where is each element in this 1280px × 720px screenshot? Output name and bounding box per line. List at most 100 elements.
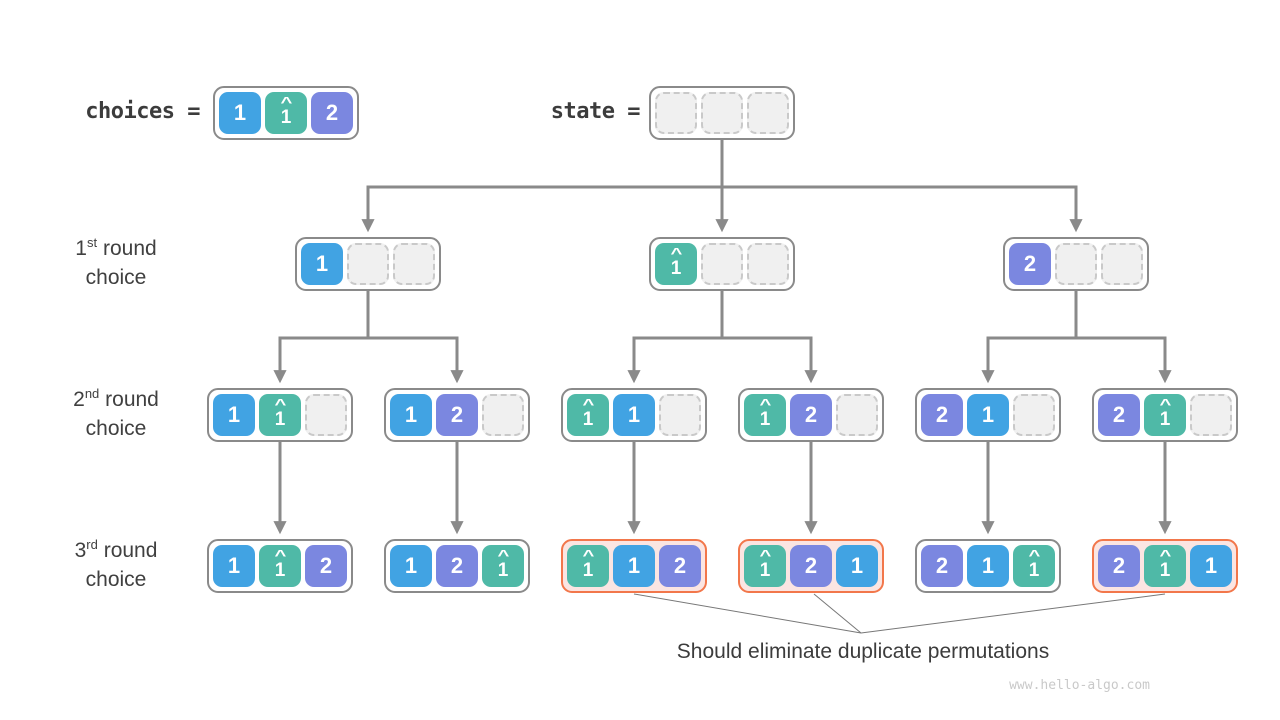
cell-2: 2: [1098, 545, 1140, 587]
cell-2: 2: [311, 92, 353, 134]
hat-mark: ^: [582, 396, 594, 413]
cell-value: 1: [1159, 409, 1171, 430]
ordinal: 1: [75, 237, 87, 260]
hat-mark: ^: [274, 396, 286, 413]
cell-empty: [747, 243, 789, 285]
cell-1: 1: [967, 545, 1009, 587]
hat-mark: ^: [274, 547, 286, 564]
state-box: 2^1: [1092, 388, 1238, 442]
cell-value: 1: [274, 409, 286, 430]
round-word: round: [105, 388, 159, 411]
cell-1-hat: ^1: [482, 545, 524, 587]
cell-empty: [1055, 243, 1097, 285]
cell-value: 1: [1028, 560, 1040, 581]
ordinal-suffix: st: [86, 235, 98, 250]
cell-2: 2: [790, 545, 832, 587]
cell-value: 1: [1159, 560, 1171, 581]
hat-mark: ^: [497, 547, 509, 564]
cell-1: 1: [213, 545, 255, 587]
hat-mark: ^: [582, 547, 594, 564]
hat-mark: ^: [759, 396, 771, 413]
cell-1: 1: [613, 394, 655, 436]
cell-empty: [701, 92, 743, 134]
cell-1: 1: [836, 545, 878, 587]
cell-1: 1: [219, 92, 261, 134]
cell-2: 2: [436, 394, 478, 436]
hat-mark: ^: [1159, 547, 1171, 564]
cell-1: 1: [390, 545, 432, 587]
cell-2: 2: [436, 545, 478, 587]
callout-line: [633, 593, 862, 634]
cell-2: 2: [659, 545, 701, 587]
cell-empty: [655, 92, 697, 134]
cell-1: 1: [967, 394, 1009, 436]
cell-value: 1: [582, 560, 594, 581]
cell-value: 1: [759, 409, 771, 430]
callout-line: [860, 593, 1166, 634]
ordinal-suffix: nd: [84, 386, 100, 401]
state-box: 1: [295, 237, 441, 291]
cell-empty: [482, 394, 524, 436]
hat-mark: ^: [759, 547, 771, 564]
annotation-text: Should eliminate duplicate permutations: [676, 640, 1050, 663]
cell-1-hat: ^1: [744, 394, 786, 436]
cell-1-hat: ^1: [1013, 545, 1055, 587]
cell-value: 1: [670, 258, 682, 279]
cell-value: 1: [759, 560, 771, 581]
cell-empty: [305, 394, 347, 436]
state-box-root: [649, 86, 795, 140]
cell-1-hat: ^1: [655, 243, 697, 285]
cell-1-hat: ^1: [1144, 394, 1186, 436]
ordinal-suffix: rd: [86, 537, 98, 552]
hat-mark: ^: [1028, 547, 1040, 564]
cell-empty: [1013, 394, 1055, 436]
state-box: ^1: [649, 237, 795, 291]
state-label: state =: [550, 99, 641, 124]
cell-value: 1: [582, 409, 594, 430]
choices-label: choices =: [85, 99, 200, 124]
hat-mark: ^: [1159, 396, 1171, 413]
cell-1-hat: ^1: [1144, 545, 1186, 587]
callout-line: [813, 593, 862, 634]
cell-value: 1: [497, 560, 509, 581]
cell-empty: [747, 92, 789, 134]
cell-value: 1: [280, 107, 292, 128]
cell-2: 2: [1009, 243, 1051, 285]
cell-1-hat: ^1: [567, 545, 609, 587]
choice-word: choice: [85, 568, 147, 591]
hat-mark: ^: [280, 94, 292, 111]
cell-empty: [1190, 394, 1232, 436]
choice-word: choice: [85, 266, 147, 289]
cell-1: 1: [301, 243, 343, 285]
round-word: round: [103, 539, 158, 562]
cell-empty: [659, 394, 701, 436]
cell-1: 1: [213, 394, 255, 436]
cell-empty: [836, 394, 878, 436]
cell-1: 1: [1190, 545, 1232, 587]
ordinal: 3: [74, 539, 87, 562]
cell-2: 2: [305, 545, 347, 587]
cell-empty: [347, 243, 389, 285]
cell-1-hat: ^1: [567, 394, 609, 436]
cell-1: 1: [390, 394, 432, 436]
cell-1: 1: [613, 545, 655, 587]
hat-mark: ^: [670, 245, 682, 262]
state-box: 1^1: [207, 388, 353, 442]
cell-1-hat: ^1: [265, 92, 307, 134]
cell-1-hat: ^1: [259, 394, 301, 436]
cell-empty: [1101, 243, 1143, 285]
